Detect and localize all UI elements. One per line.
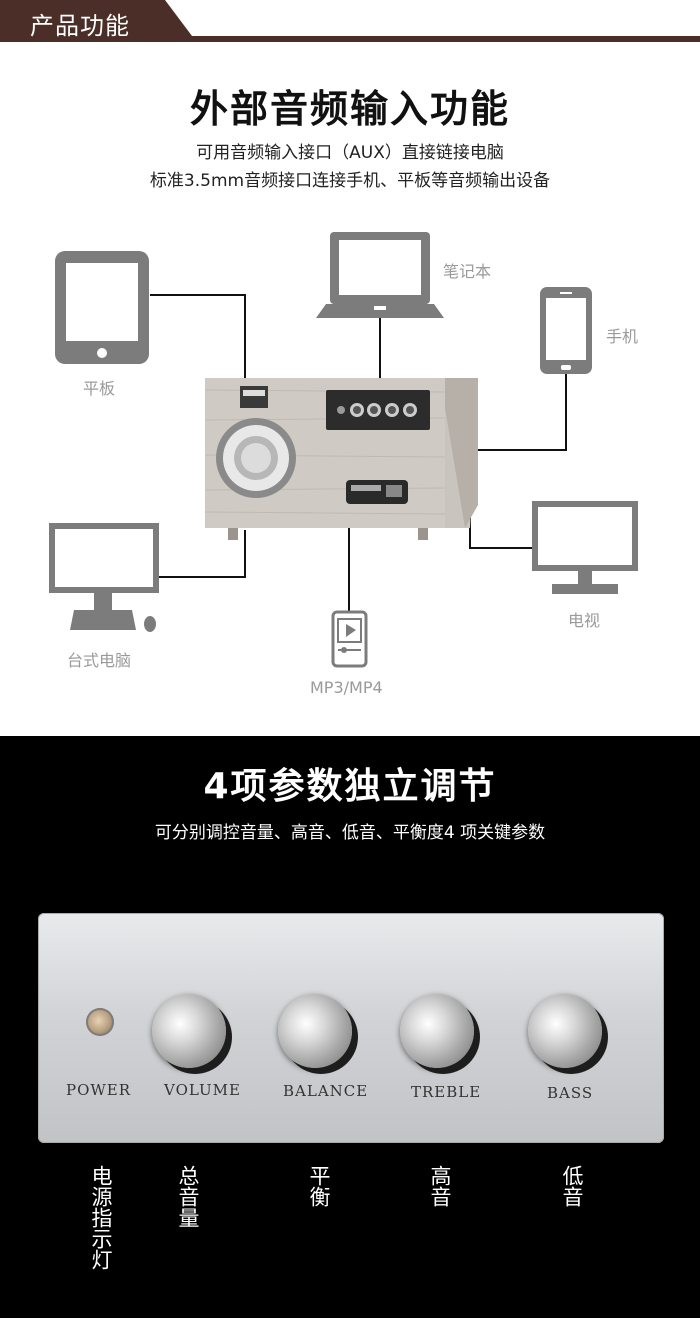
label-tv: 电视	[568, 611, 601, 630]
tablet-icon	[55, 251, 149, 364]
connection-diagram	[49, 232, 638, 668]
section2-subtitle: 可分别调控音量、高音、低音、平衡度4 项关键参数	[154, 823, 546, 843]
speaker-product-image	[204, 378, 478, 540]
power-indicator-light	[86, 1008, 114, 1036]
panel-label-bass: BASS	[547, 1084, 594, 1102]
bass-knob	[528, 994, 602, 1068]
section1-subtitle-line2: 标准3.5mm音频接口连接手机、平板等音频输出设备	[149, 171, 551, 191]
section1-title: 外部音频输入功能	[189, 87, 510, 131]
mp3-player-icon	[331, 610, 368, 668]
label-tablet: 平板	[83, 379, 116, 398]
panel-label-volume: VOLUME	[164, 1081, 241, 1099]
tv-icon	[532, 501, 638, 594]
label-desktop: 台式电脑	[67, 651, 132, 670]
caption-volume: 总音量	[176, 1165, 200, 1228]
label-phone: 手机	[606, 327, 639, 346]
caption-power: 电源指示灯	[89, 1165, 113, 1270]
caption-balance: 平衡	[307, 1165, 331, 1207]
caption-bass: 低音	[560, 1165, 584, 1207]
header-banner	[0, 0, 700, 42]
balance-knob	[278, 994, 352, 1068]
panel-label-power: POWER	[66, 1081, 132, 1099]
treble-knob	[400, 994, 474, 1068]
panel-label-balance: BALANCE	[283, 1082, 369, 1100]
volume-knob	[152, 994, 226, 1068]
desktop-icon	[49, 523, 159, 632]
laptop-icon	[316, 232, 444, 318]
header-label: 产品功能	[30, 12, 130, 40]
caption-treble: 高音	[428, 1165, 452, 1207]
label-laptop: 笔记本	[443, 262, 492, 281]
panel-label-treble: TREBLE	[411, 1083, 482, 1101]
section1-subtitle-line1: 可用音频输入接口（AUX）直接链接电脑	[196, 143, 504, 163]
section2-title: 4项参数独立调节	[203, 766, 497, 807]
label-mp3: MP3/MP4	[310, 678, 383, 697]
phone-icon	[540, 287, 592, 374]
